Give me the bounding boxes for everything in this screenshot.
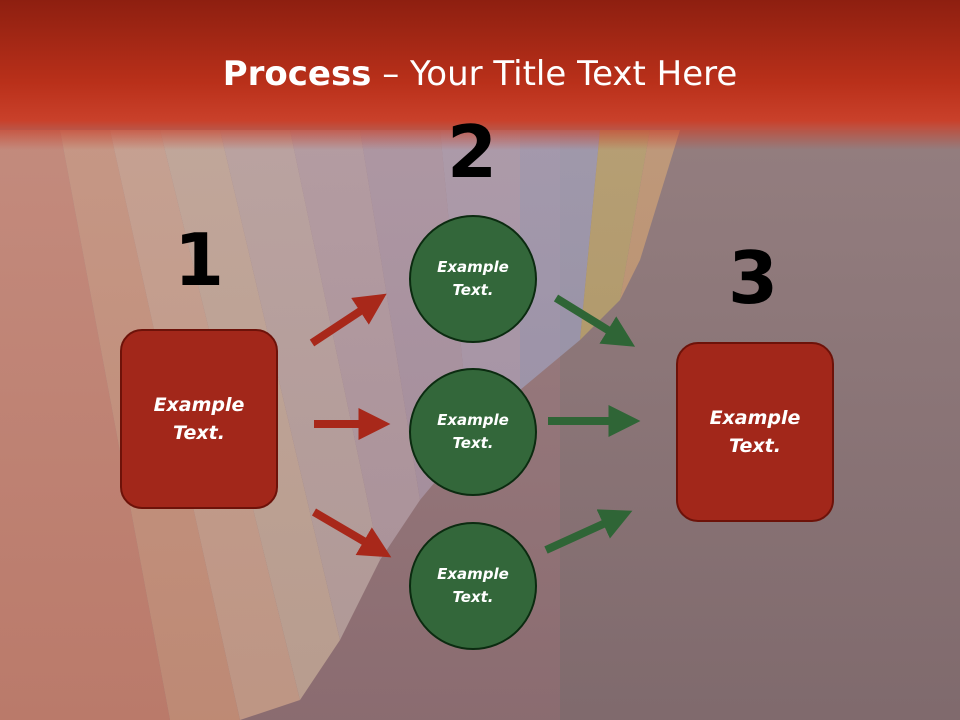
start-box-line1: Example: [153, 393, 245, 416]
title-bar: [0, 0, 960, 150]
circle-middle-line1: Example: [437, 410, 509, 429]
title-bold: Process: [222, 54, 372, 94]
title-rest: – Your Title Text Here: [371, 54, 738, 94]
circle-middle: Example Text.: [409, 368, 537, 496]
circle-top-line2: Text.: [452, 281, 494, 299]
arrow-to-top-circle: [309, 293, 387, 347]
circle-middle-line2: Text.: [452, 434, 494, 452]
circle-top: Example Text.: [409, 215, 537, 343]
step-number-2: 2: [446, 110, 498, 194]
circle-bottom: Example Text.: [409, 522, 537, 650]
end-box-line1: Example: [709, 406, 801, 429]
arrow-from-top-circle: [553, 294, 636, 347]
step-number-3: 3: [727, 236, 779, 320]
step-number-1: 1: [173, 218, 225, 302]
start-box: Example Text.: [120, 329, 278, 509]
end-box-line2: Text.: [729, 435, 781, 457]
end-box: Example Text.: [676, 342, 834, 522]
arrow-from-bottom-circle: [544, 509, 633, 554]
circle-bottom-line1: Example: [437, 564, 509, 583]
circle-bottom-line2: Text.: [452, 588, 494, 606]
circle-top-line1: Example: [437, 257, 509, 276]
start-box-line2: Text.: [173, 422, 225, 444]
slide-title: Process – Your Title Text Here: [0, 54, 960, 94]
arrow-to-bottom-circle: [311, 508, 392, 558]
